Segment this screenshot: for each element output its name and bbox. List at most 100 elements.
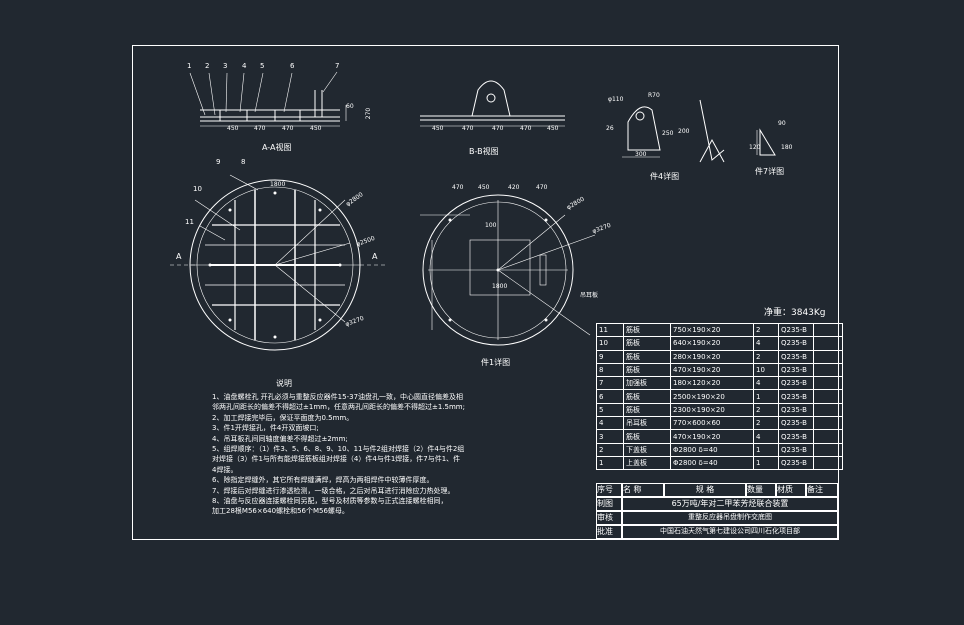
dim-text: 26 (606, 125, 614, 132)
bom-cell: 筋板 (623, 389, 671, 404)
notes-title: 说明 (276, 379, 292, 388)
header-qty: 数量 (746, 483, 776, 497)
note-line: 4焊接。 (212, 465, 238, 474)
aa-view-title: A-A视图 (262, 143, 292, 152)
callout-8: 8 (241, 158, 246, 166)
bom-cell (813, 429, 843, 444)
bom-cell: Φ2800 δ=40 (670, 442, 754, 457)
drawn-by-label: 制图 (596, 497, 622, 511)
part4-view-title: 件4详图 (650, 172, 680, 181)
bom-cell: Q235-B (778, 336, 814, 351)
dim-text: 1800 (270, 181, 286, 188)
callout-11: 11 (185, 218, 194, 226)
dim-text: 470 (462, 125, 474, 132)
bom-cell: 2300×190×20 (670, 402, 754, 418)
bom-cell: 470×190×20 (670, 429, 754, 444)
callout-3: 3 (223, 62, 228, 70)
bom-cell: 2 (753, 402, 779, 418)
aa-section-view (189, 71, 347, 127)
notes-block: 1、油盘螺栓孔 开孔必须与重整反应器件15-37油盘孔一致，中心圆直径偏差及相 … (212, 392, 552, 517)
dim-text: φ110 (608, 96, 624, 103)
bom-cell (813, 442, 843, 457)
bom-cell: 1 (596, 455, 624, 471)
dim-text: 470 (282, 125, 294, 132)
dim-text: 450 (547, 125, 559, 132)
note-line: 2、加工焊接完毕后，保证平面度为0.5mm。 (212, 413, 354, 422)
dim-text: 60 (346, 103, 354, 110)
part7-detail (756, 128, 776, 156)
bom-cell: 4 (753, 376, 779, 391)
dim-text: 100 (485, 222, 497, 229)
bom-cell (813, 322, 843, 338)
company-name: 中国石油天然气第七建设公司四川石化项目部 (622, 525, 838, 539)
bb-view-title: B-B视图 (469, 147, 499, 156)
bom-cell: 750×190×20 (670, 322, 754, 338)
bom-cell: Q235-B (778, 442, 814, 457)
dim-text: 450 (310, 125, 322, 132)
dim-text: 180 (781, 144, 793, 151)
bom-cell: Q235-B (778, 349, 814, 364)
note-line: 6、除指定焊缝外，其它所有焊缝满焊，焊高为两相焊件中较薄件厚度。 (212, 476, 434, 485)
bom-cell: 筋板 (623, 429, 671, 444)
callout-4: 4 (242, 62, 247, 70)
bom-cell (813, 362, 843, 378)
dim-text: 300 (635, 151, 647, 158)
header-spec: 规 格 (664, 483, 746, 497)
net-weight: 净重：3843Kg (764, 308, 826, 318)
bom-cell: 2 (753, 416, 779, 431)
bom-cell: Q235-B (778, 402, 814, 418)
dim-text: 470 (520, 125, 532, 132)
bom-cell: 470×190×20 (670, 362, 754, 378)
dim-text: 1800 (492, 283, 508, 290)
dim-text: 470 (536, 184, 548, 191)
bom-cell (813, 416, 843, 431)
bom-cell: Q235-B (778, 362, 814, 378)
callout-6: 6 (290, 62, 295, 70)
hoist-plate-label: 吊耳板 (580, 292, 599, 299)
bom-cell: 10 (753, 362, 779, 378)
bom-cell: 5 (596, 402, 624, 418)
bom-cell: Q235-B (778, 376, 814, 391)
bb-section-view (420, 80, 565, 127)
bom-cell: 3 (596, 429, 624, 444)
note-line: 7、焊接后对焊缝进行渗透检测，一级合格，之后对吊耳进行消除应力热处理。 (212, 486, 455, 495)
bom-cell: 筋板 (623, 336, 671, 351)
header-remark: 备注 (806, 483, 838, 497)
dim-text: 200 (678, 128, 690, 135)
bom-cell: Q235-B (778, 389, 814, 404)
bom-cell (813, 402, 843, 418)
dim-text: R70 (648, 92, 660, 99)
note-line: 3、件1开焊接孔，件4开双面坡口; (212, 424, 319, 433)
note-line: 对焊接（3）件1与所有能焊接筋板组对焊接（4）件4与件1焊接，件7与件1、件 (212, 455, 461, 464)
bom-cell: 6 (596, 389, 624, 404)
bom-cell: 8 (596, 362, 624, 378)
dim-text: 450 (478, 184, 490, 191)
dim-text: 120 (749, 144, 761, 151)
note-line: 5、组焊顺序：（1）件3、5、6、8、9、10、11与件2组对焊接（2）件4与件… (212, 445, 465, 454)
part1-view-title: 件1详图 (481, 358, 511, 367)
header-name: 名 称 (622, 483, 664, 497)
note-line: 4、吊耳板孔间同轴度偏差不得超过±2mm; (212, 434, 348, 443)
callout-1: 1 (187, 62, 192, 70)
dim-text: 470 (452, 184, 464, 191)
top-plan-view (170, 174, 385, 351)
bom-cell: 1 (753, 455, 779, 471)
bom-cell: 180×120×20 (670, 376, 754, 391)
bom-cell: 4 (596, 416, 624, 431)
bom-cell: 筋板 (623, 362, 671, 378)
bom-cell: 上盖板 (623, 455, 671, 471)
callout-2: 2 (205, 62, 210, 70)
project-name: 65万吨/年对二甲苯芳烃联合装置 (622, 497, 838, 511)
note-line: 邻两孔间距长的偏差不得超过±1mm，任意两孔间距长的偏差不得超过±1.5mm; (212, 403, 465, 412)
bom-cell: 筋板 (623, 402, 671, 418)
bom-cell (813, 455, 843, 471)
dim-text: 470 (254, 125, 266, 132)
bom-cell: 2 (753, 349, 779, 364)
part7-view-title: 件7详图 (755, 167, 785, 176)
bom-cell: Φ2800 δ=40 (670, 455, 754, 471)
approved-by-label: 批准 (596, 525, 622, 539)
